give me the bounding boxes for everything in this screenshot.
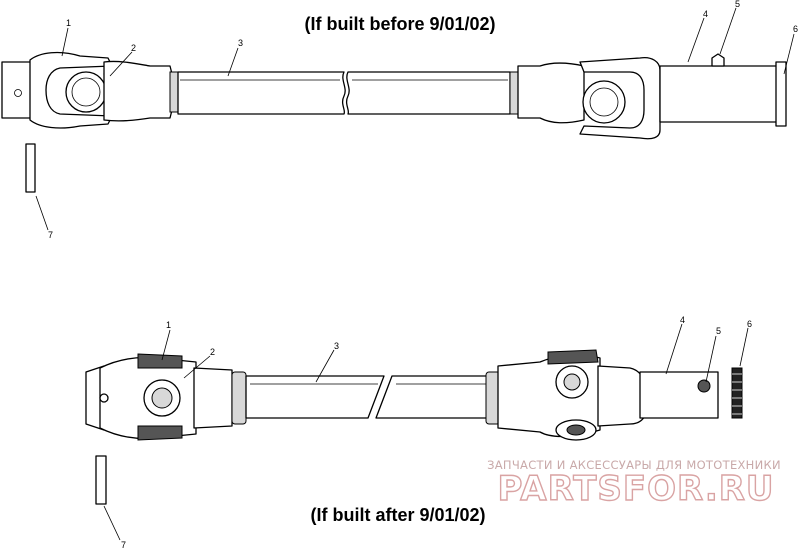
bottom-end-seal (731, 367, 743, 419)
top-callout-4: 4 (703, 9, 708, 19)
caption-after: (If built after 9/01/02) (310, 505, 485, 525)
bottom-callout-4: 4 (680, 315, 685, 325)
top-callout-7: 7 (48, 230, 53, 240)
top-callout-6: 6 (793, 24, 798, 34)
bottom-shaft-tube-right (375, 375, 489, 419)
watermark-tagline: ЗАПЧАСТИ И АКСЕССУАРЫ ДЛЯ МОТОТЕХНИКИ (487, 458, 781, 472)
top-right-weld-ring (509, 71, 519, 115)
top-right-cross-bearing (582, 80, 626, 124)
top-left-pin-hole (14, 89, 22, 97)
bottom-right-bearing-cap-top (547, 349, 599, 365)
bottom-callout-7: 7 (121, 540, 126, 550)
watermark: ЗАПЧАСТИ И АКСЕССУАРЫ ДЛЯ МОТОТЕХНИКИ PA… (487, 458, 781, 510)
top-left-weld-ring (169, 71, 179, 113)
top-callout-3: 3 (238, 38, 243, 48)
top-right-yoke (579, 56, 661, 140)
top-right-grease-zerk (711, 53, 725, 67)
top-driveshaft-assembly: 1 2 3 4 5 6 7 (1, 0, 798, 240)
top-right-slip-yoke (517, 62, 585, 124)
top-callout-2: 2 (131, 43, 136, 53)
bottom-left-bearing-cap-top (137, 353, 183, 369)
top-end-cap (775, 61, 787, 127)
bottom-driveshaft-assembly: 1 2 3 4 5 6 7 (85, 315, 752, 550)
top-left-yoke (29, 51, 113, 129)
bottom-left-pin (99, 393, 109, 403)
top-shaft-tube-left (177, 71, 346, 115)
bottom-callout-3: 3 (334, 341, 339, 351)
bottom-shaft-tube-left (245, 375, 385, 419)
bottom-callout-2: 2 (210, 347, 215, 357)
bottom-left-bearing-cap-bottom (137, 425, 183, 441)
bottom-left-weld-ring (231, 371, 247, 425)
top-roll-pin (25, 143, 36, 193)
top-shaft-tube-right (345, 71, 511, 115)
bottom-left-slip-yoke (193, 367, 233, 429)
bottom-right-grease-zerk (697, 379, 711, 393)
top-callout-5: 5 (735, 0, 740, 9)
top-right-slip-tube (659, 65, 781, 123)
bottom-callout-5: 5 (716, 326, 721, 336)
bottom-callout-1: 1 (166, 320, 171, 330)
bottom-right-slip-yoke (597, 365, 647, 427)
top-callout-1: 1 (66, 18, 71, 28)
bottom-roll-pin (95, 455, 107, 505)
watermark-logo: PARTSFOR.RU (497, 469, 774, 509)
bottom-callout-6: 6 (747, 319, 752, 329)
caption-before: (If built before 9/01/02) (304, 14, 495, 34)
